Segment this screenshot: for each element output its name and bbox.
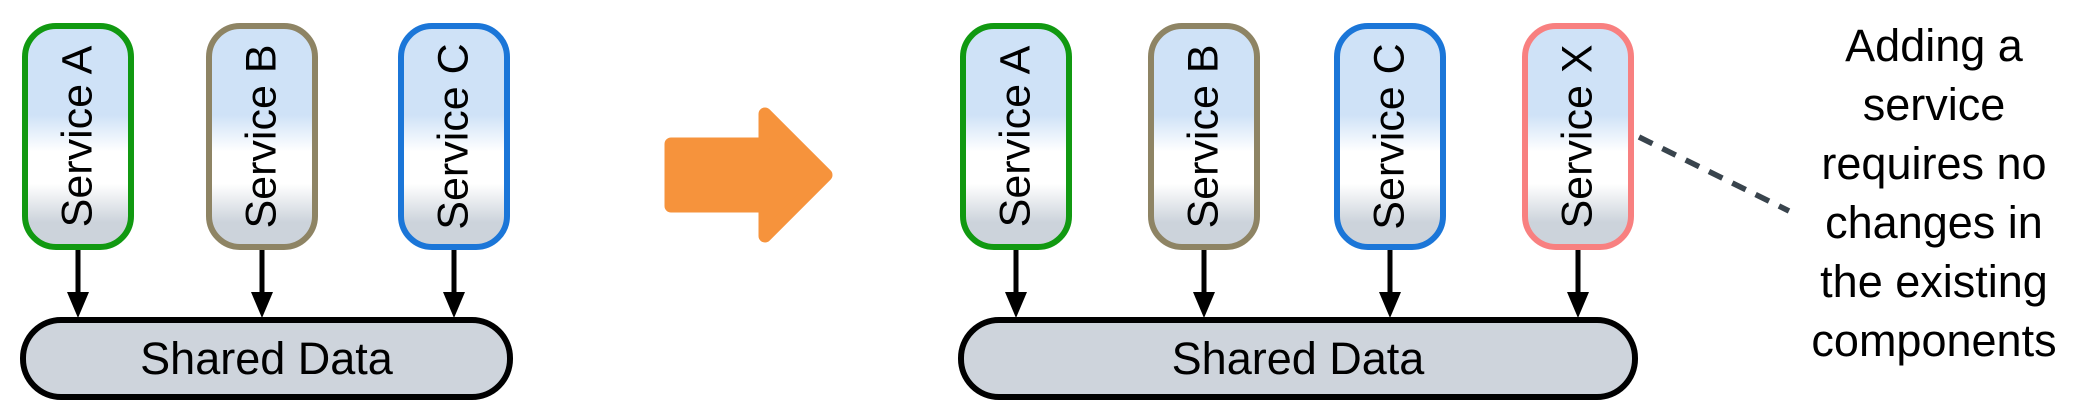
right-service-c-label: Service C (1365, 43, 1414, 230)
left-service-c-label: Service C (429, 43, 478, 230)
left-service-b-box: Service B (206, 23, 318, 250)
right-shared-data-label: Shared Data (1171, 332, 1425, 384)
right-service-a-box: Service A (960, 23, 1072, 250)
right-service-c-box: Service C (1334, 23, 1446, 250)
right-shared-data-box: Shared Data (958, 317, 1638, 400)
annotation-line: changes in (1825, 197, 2043, 248)
left-service-c-box: Service C (398, 23, 510, 250)
right-service-b-box: Service B (1148, 23, 1260, 250)
left-shared-data-label: Shared Data (140, 332, 393, 384)
down-arrow-right-x (1567, 249, 1589, 318)
down-arrow-left-a (67, 249, 89, 318)
left-service-a-box: Service A (22, 23, 134, 250)
annotation-line: Adding a (1845, 20, 2023, 71)
annotation-line: service (1862, 79, 2006, 130)
down-arrow-right-c (1379, 249, 1401, 318)
down-arrow-right-a (1005, 249, 1027, 318)
annotation-text: Adding a service requires no changes in … (1788, 16, 2080, 370)
down-arrow-right-b (1193, 249, 1215, 318)
right-service-b-label: Service B (1179, 44, 1228, 229)
annotation-line: requires no (1821, 138, 2047, 189)
dashed-connector (1637, 134, 1791, 214)
annotation-line: components (1811, 315, 2057, 366)
right-service-a-label: Service A (991, 45, 1040, 228)
right-service-x-box: Service X (1522, 23, 1634, 250)
down-arrow-left-b (251, 249, 273, 318)
right-service-x-label: Service X (1553, 44, 1602, 229)
down-arrow-left-c (443, 249, 465, 318)
left-service-b-label: Service B (237, 44, 286, 229)
left-service-a-label: Service A (53, 45, 102, 228)
annotation-line: the existing (1820, 256, 2048, 307)
transition-arrow-icon (664, 107, 833, 243)
left-shared-data-box: Shared Data (20, 317, 513, 400)
